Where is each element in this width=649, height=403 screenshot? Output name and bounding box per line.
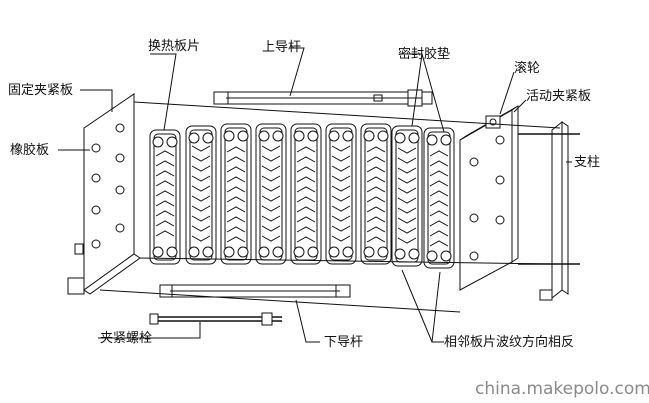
leader-lines xyxy=(58,47,572,343)
label-support-column: 支柱 xyxy=(574,155,600,170)
label-gasket: 密封胶垫 xyxy=(398,46,450,62)
label-rubber-plate: 橡胶板 xyxy=(10,142,49,158)
label-heat-exchange-plate: 换热板片 xyxy=(148,39,200,54)
label-movable-clamp-plate: 活动夹紧板 xyxy=(526,89,591,104)
plate-2 xyxy=(185,125,217,265)
plate-9 xyxy=(423,127,455,269)
watermark: china.makepolo.com xyxy=(475,379,649,399)
axis-lines xyxy=(99,101,561,313)
heat-exchange-plates xyxy=(149,123,455,269)
plate-7 xyxy=(360,123,392,265)
label-clamp-bolt: 夹紧螺栓 xyxy=(100,331,152,346)
label-fixed-clamp-plate: 固定夹紧板 xyxy=(8,83,73,98)
plate-1 xyxy=(149,129,181,265)
fixed-clamp-plate xyxy=(67,93,141,295)
label-adjacent-plates-note: 相邻板片波纹方向相反 xyxy=(444,334,574,350)
upper-guide-bar xyxy=(213,89,433,107)
plate-8 xyxy=(391,125,423,267)
plate-3 xyxy=(220,123,252,265)
plate-4 xyxy=(255,123,287,265)
support-column xyxy=(518,120,580,301)
label-lower-guide-bar: 下导杆 xyxy=(324,335,363,350)
roller xyxy=(485,115,501,129)
label-upper-guide-bar: 上导杆 xyxy=(262,40,301,55)
movable-clamp-plate xyxy=(459,105,519,291)
label-roller: 滚轮 xyxy=(514,60,540,76)
plate-5 xyxy=(290,123,322,265)
plate-6 xyxy=(325,123,357,265)
clamp-bolt xyxy=(149,312,282,326)
